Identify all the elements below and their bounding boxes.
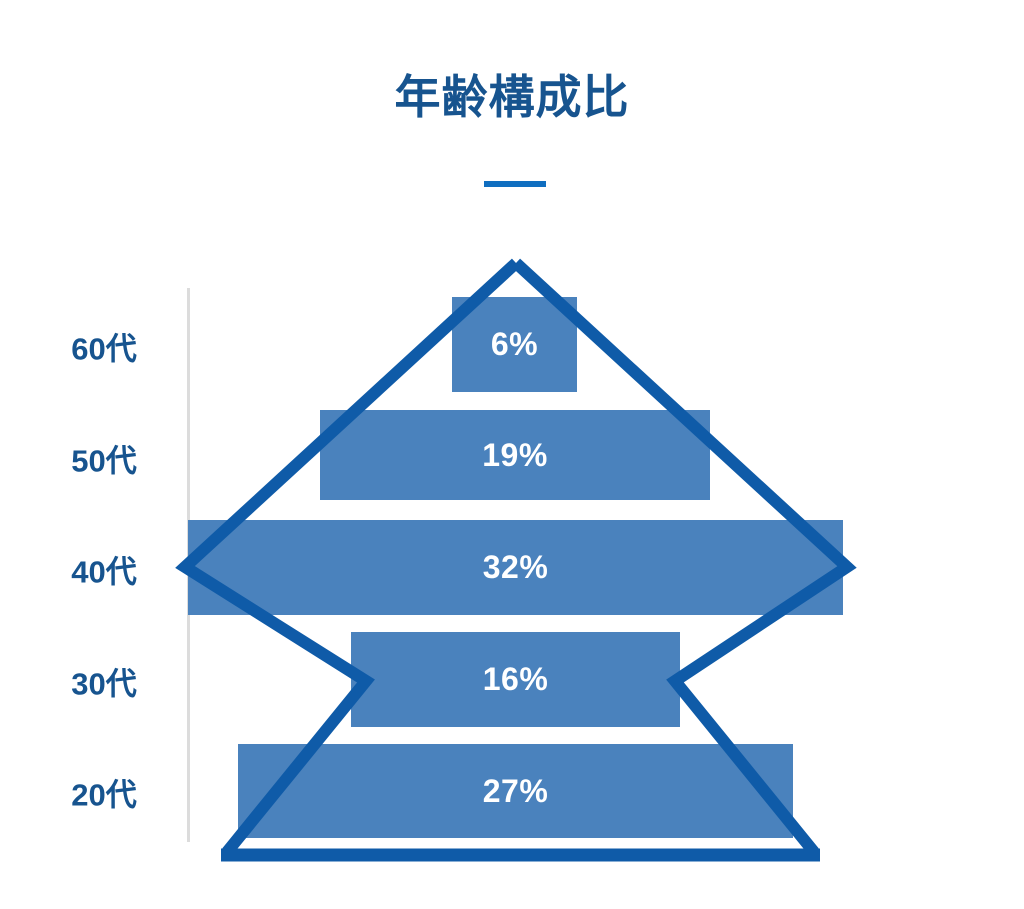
bar-value-30dai: 16% (482, 661, 549, 697)
title-divider (484, 181, 546, 187)
bar-60dai[interactable]: 6% (452, 297, 577, 392)
bar-20dai[interactable]: 27% (238, 744, 793, 838)
bar-value-20dai: 27% (482, 772, 549, 809)
bar-value-40dai: 32% (482, 549, 549, 585)
bar-value-50dai: 19% (482, 436, 548, 473)
y-axis-label-60dai: 60代 (71, 331, 137, 367)
bar-50dai[interactable]: 19% (320, 410, 710, 500)
y-axis-label-50dai: 50代 (71, 443, 137, 479)
bar-30dai[interactable]: 16% (351, 632, 680, 727)
page-title: 年齢構成比 (394, 71, 630, 123)
bar-40dai[interactable]: 32% (188, 520, 843, 615)
y-axis-label-40dai: 40代 (71, 554, 137, 590)
y-axis-label-20dai: 20代 (71, 777, 137, 813)
bar-value-60dai: 6% (490, 326, 539, 362)
y-axis-label-30dai: 30代 (71, 666, 137, 702)
